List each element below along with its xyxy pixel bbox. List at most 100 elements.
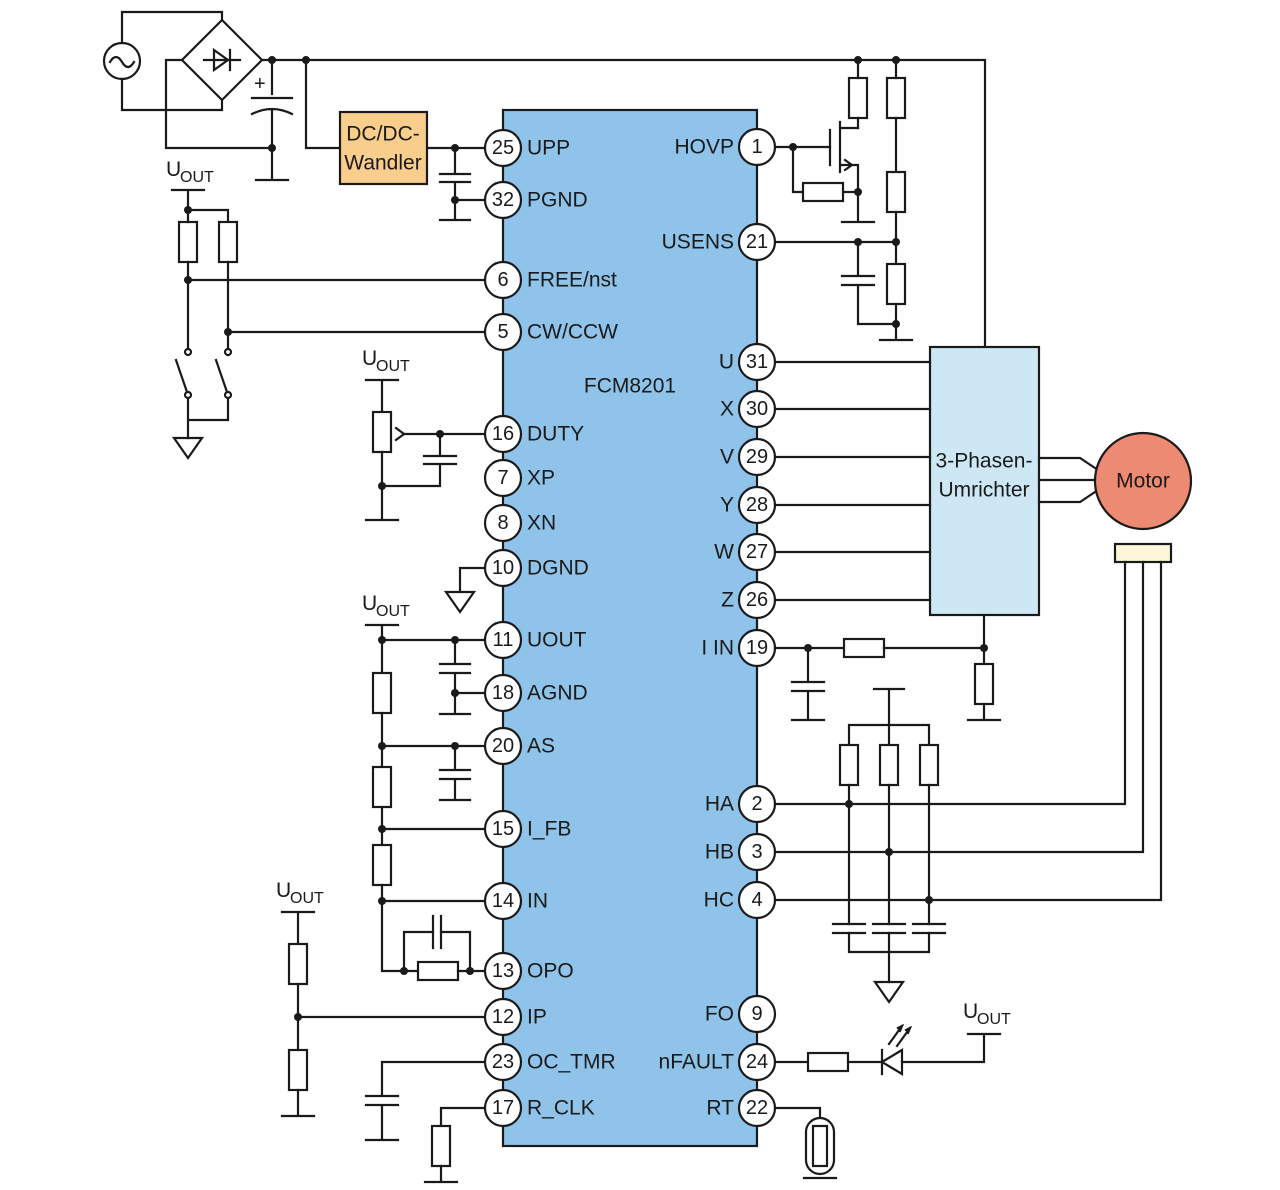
svg-text:OPO: OPO [527, 960, 574, 983]
pin-14: 14 IN [483, 881, 548, 921]
svg-text:7: 7 [497, 467, 508, 489]
svg-text:OUT: OUT [977, 1011, 1011, 1028]
svg-text:6: 6 [497, 269, 508, 291]
ground-icon [872, 980, 906, 1004]
switch-icon [174, 358, 190, 397]
svg-text:IP: IP [527, 1006, 547, 1029]
dcdc-label-2: Wandler [344, 152, 421, 175]
three-phase-inverter: 3-Phasen- Umrichter [773, 345, 1097, 650]
svg-text:XP: XP [527, 467, 555, 490]
pin-7: 7 XP [483, 458, 555, 498]
pin-25: 25 UPP [483, 128, 570, 168]
svg-text:5: 5 [497, 321, 508, 343]
svg-text:16: 16 [492, 423, 514, 445]
overvoltage-sense-network [773, 58, 914, 342]
svg-text:21: 21 [746, 231, 768, 253]
pin-16: 16 DUTY [483, 414, 584, 454]
pin-32: 32 PGND [483, 180, 588, 220]
rt-component [773, 1106, 838, 1180]
svg-text:18: 18 [492, 682, 514, 704]
led-icon [879, 1048, 904, 1076]
svg-text:HA: HA [705, 793, 734, 816]
svg-text:R_CLK: R_CLK [527, 1097, 595, 1120]
pin-27: 27 W [714, 532, 777, 572]
svg-text:I IN: I IN [701, 637, 734, 660]
svg-text:X: X [720, 398, 734, 421]
svg-text:13: 13 [492, 960, 514, 982]
svg-text:14: 14 [492, 890, 514, 912]
svg-text:22: 22 [746, 1097, 768, 1119]
fcm8201-chip [501, 108, 759, 1148]
svg-text:nFAULT: nFAULT [659, 1051, 735, 1074]
svg-text:Z: Z [721, 589, 734, 612]
chip-name: FCM8201 [584, 375, 676, 398]
svg-text:28: 28 [746, 494, 768, 516]
uout-label-2: U [362, 347, 377, 370]
svg-text:24: 24 [746, 1051, 768, 1073]
inverter-label-1: 3-Phasen- [936, 450, 1033, 473]
svg-text:17: 17 [492, 1097, 514, 1119]
switch-icon [214, 358, 230, 397]
dcdc-label-1: DC/DC- [346, 123, 420, 146]
svg-text:27: 27 [746, 541, 768, 563]
svg-text:HB: HB [705, 841, 734, 864]
svg-text:15: 15 [492, 818, 514, 840]
svg-text:XN: XN [527, 512, 556, 535]
svg-text:I_FB: I_FB [527, 818, 571, 841]
pin-4: 4HC [704, 880, 777, 920]
svg-text:OUT: OUT [376, 603, 410, 620]
svg-text:OUT: OUT [290, 890, 324, 907]
dgnd-ground [443, 566, 486, 614]
pin-26: 26 Z [721, 580, 777, 620]
pullup-resistor-icon [217, 220, 239, 264]
svg-text:+: + [254, 73, 266, 95]
svg-text:19: 19 [746, 637, 768, 659]
ip-divider: U OUT [276, 879, 486, 1118]
duty-potentiometer: U OUT [362, 347, 486, 522]
fault-led: U OUT [773, 1000, 1011, 1076]
rclk-resistor [423, 1106, 486, 1184]
uout-label-5: U [963, 1000, 978, 1023]
motor-label: Motor [1116, 470, 1170, 493]
svg-text:AGND: AGND [527, 682, 588, 705]
svg-text:25: 25 [492, 137, 514, 159]
uout-label-1: U [166, 158, 181, 181]
inverter-label-2: Umrichter [938, 479, 1029, 502]
svg-text:UPP: UPP [527, 137, 570, 160]
svg-text:IN: IN [527, 890, 548, 913]
svg-text:31: 31 [746, 351, 768, 373]
pin-29: 29V [720, 437, 777, 477]
current-sense [773, 637, 1002, 722]
svg-text:W: W [714, 541, 734, 564]
svg-text:PGND: PGND [527, 189, 588, 212]
pin-13: 13 OPO [483, 951, 574, 991]
svg-text:RT: RT [706, 1097, 734, 1120]
svg-text:2: 2 [751, 793, 762, 815]
hall-network [773, 560, 1163, 1004]
svg-text:FO: FO [705, 1003, 734, 1026]
svg-text:32: 32 [492, 189, 514, 211]
pin-30: 30X [720, 389, 777, 429]
svg-text:AS: AS [527, 735, 555, 758]
ac-input-stage: + [102, 10, 987, 350]
svg-text:FREE/nst: FREE/nst [527, 269, 617, 292]
svg-text:DUTY: DUTY [527, 423, 584, 446]
svg-text:OUT: OUT [376, 358, 410, 375]
svg-text:12: 12 [492, 1006, 514, 1028]
uout-label-4: U [276, 879, 291, 902]
oc-timer-capacitor [364, 1060, 486, 1142]
pin-15: 15 I_FB [483, 809, 571, 849]
dcdc-converter: DC/DC- Wandler [338, 110, 486, 222]
svg-text:U: U [719, 351, 734, 374]
svg-text:10: 10 [492, 557, 514, 579]
svg-text:29: 29 [746, 446, 768, 468]
pin-2: 2 HA [705, 784, 777, 824]
svg-text:26: 26 [746, 589, 768, 611]
